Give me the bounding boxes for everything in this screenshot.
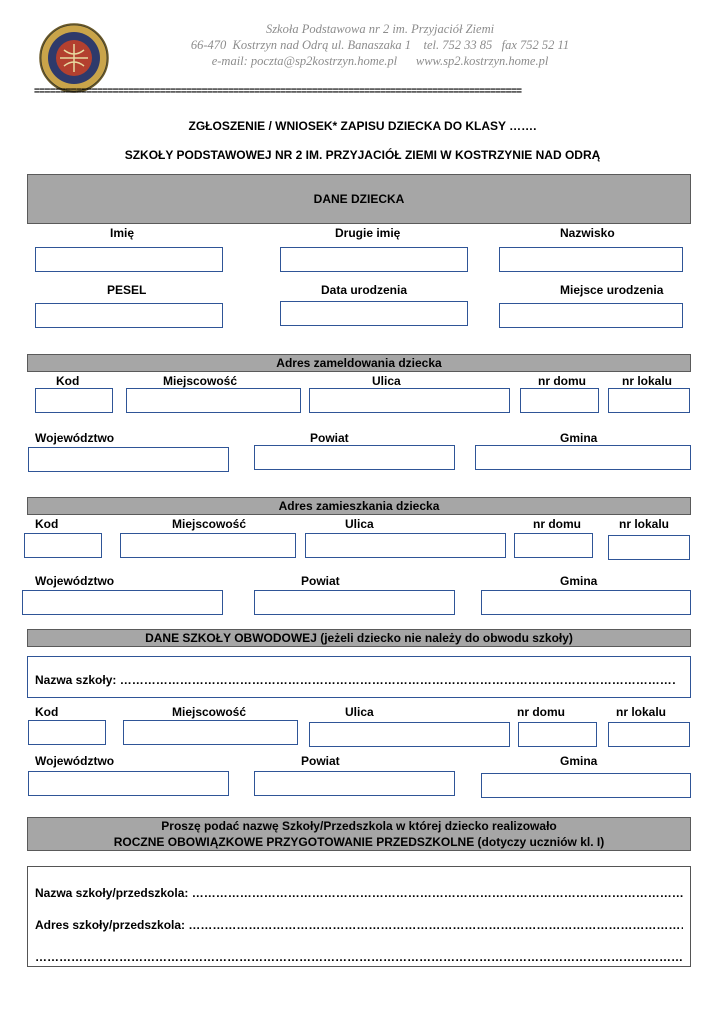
label-res-flat: nr lokalu xyxy=(619,517,670,531)
res-town-field[interactable] xyxy=(120,533,296,558)
ds-flat-field[interactable] xyxy=(608,722,690,747)
label-first-name: Imię xyxy=(110,226,135,240)
section-residence-address: Adres zamieszkania dziecka xyxy=(27,497,691,515)
res-house-field[interactable] xyxy=(514,533,593,558)
preschool-box xyxy=(27,866,691,967)
section-preschool: Proszę podać nazwę Szkoły/Przedszkola w … xyxy=(27,817,691,851)
label-res-code: Kod xyxy=(35,517,59,531)
preschool-extra-field[interactable]: …………………………………………………………………………………………………………… xyxy=(35,950,683,964)
header-line-3: e-mail: poczta@sp2kostrzyn.home.pl www.s… xyxy=(211,54,549,68)
label-reg-flat: nr lokalu xyxy=(622,374,673,388)
second-name-field[interactable] xyxy=(280,247,468,272)
section-registered-address: Adres zameldowania dziecka xyxy=(27,354,691,372)
label-reg-town: Miejscowość xyxy=(163,374,238,388)
reg-voivodeship-field[interactable] xyxy=(28,447,229,472)
form-subtitle: SZKOŁY PODSTAWOWEJ NR 2 IM. PRZYJACIÓŁ Z… xyxy=(124,148,601,162)
surname-field[interactable] xyxy=(499,247,683,272)
res-flat-field[interactable] xyxy=(608,535,690,560)
section-registered-address-label: Adres zameldowania dziecka xyxy=(276,356,442,370)
reg-code-field[interactable] xyxy=(35,388,113,413)
label-ds-code: Kod xyxy=(35,705,59,719)
res-commune-field[interactable] xyxy=(481,590,691,615)
label-ds-house: nr domu xyxy=(517,705,565,719)
school-logo xyxy=(38,22,110,94)
reg-town-field[interactable] xyxy=(126,388,301,413)
label-reg-code: Kod xyxy=(56,374,80,388)
first-name-field[interactable] xyxy=(35,247,223,272)
pesel-field[interactable] xyxy=(35,303,223,328)
reg-commune-field[interactable] xyxy=(475,445,691,470)
ds-street-field[interactable] xyxy=(309,722,510,747)
label-ds-county: Powiat xyxy=(301,754,340,768)
res-code-field[interactable] xyxy=(24,533,102,558)
label-reg-voivodeship: Województwo xyxy=(35,431,115,445)
label-reg-county: Powiat xyxy=(310,431,349,445)
label-surname: Nazwisko xyxy=(560,226,615,240)
res-voivodeship-field[interactable] xyxy=(22,590,223,615)
birth-place-field[interactable] xyxy=(499,303,683,328)
form-title: ZGŁOSZENIE / WNIOSEK* ZAPISU DZIECKA DO … xyxy=(188,119,537,133)
header-line-1: Szkoła Podstawowa nr 2 im. Przyjaciół Zi… xyxy=(265,22,495,36)
header-line-2: 66-470 Kostrzyn nad Odrą ul. Banaszaka 1… xyxy=(190,38,570,52)
label-reg-street: Ulica xyxy=(372,374,401,388)
section-district-school: DANE SZKOŁY OBWODOWEJ (jeżeli dziecko ni… xyxy=(27,629,691,647)
res-street-field[interactable] xyxy=(305,533,506,558)
reg-street-field[interactable] xyxy=(309,388,510,413)
label-res-voivodeship: Województwo xyxy=(35,574,115,588)
header-separator: ========================================… xyxy=(34,86,522,97)
district-school-name-field[interactable]: Nazwa szkoły: ……………………………………………………………………… xyxy=(35,673,675,687)
section-residence-address-label: Adres zamieszkania dziecka xyxy=(278,499,440,513)
section-district-school-label: DANE SZKOŁY OBWODOWEJ (jeżeli dziecko ni… xyxy=(145,631,573,645)
label-reg-house: nr domu xyxy=(538,374,586,388)
label-pesel: PESEL xyxy=(107,283,147,297)
section-child-data-label: DANE DZIECKA xyxy=(313,192,405,206)
label-res-commune: Gmina xyxy=(560,574,598,588)
label-birth-place: Miejsce urodzenia xyxy=(560,283,664,297)
label-second-name: Drugie imię xyxy=(335,226,401,240)
res-county-field[interactable] xyxy=(254,590,455,615)
reg-house-field[interactable] xyxy=(520,388,599,413)
reg-county-field[interactable] xyxy=(254,445,455,470)
ds-code-field[interactable] xyxy=(28,720,106,745)
label-ds-flat: nr lokalu xyxy=(616,705,667,719)
label-ds-street: Ulica xyxy=(345,705,374,719)
label-ds-commune: Gmina xyxy=(560,754,598,768)
label-ds-town: Miejscowość xyxy=(172,705,247,719)
preschool-address-field[interactable]: Adres szkoły/przedszkola: ……………………………………… xyxy=(35,918,683,932)
label-birth-date: Data urodzenia xyxy=(321,283,408,297)
label-ds-voivodeship: Województwo xyxy=(35,754,115,768)
preschool-name-field[interactable]: Nazwa szkoły/przedszkola: ……………………………………… xyxy=(35,886,683,900)
district-school-name-box xyxy=(27,656,691,698)
ds-town-field[interactable] xyxy=(123,720,298,745)
ds-county-field[interactable] xyxy=(254,771,455,796)
label-reg-commune: Gmina xyxy=(560,431,598,445)
ds-house-field[interactable] xyxy=(518,722,597,747)
ds-commune-field[interactable] xyxy=(481,773,691,798)
label-res-county: Powiat xyxy=(301,574,340,588)
section-preschool-line-2: ROCZNE OBOWIĄZKOWE PRZYGOTOWANIE PRZEDSZ… xyxy=(113,835,605,849)
ds-voivodeship-field[interactable] xyxy=(28,771,229,796)
birth-date-field[interactable] xyxy=(280,301,468,326)
label-res-house: nr domu xyxy=(533,517,581,531)
section-child-data: DANE DZIECKA xyxy=(27,174,691,224)
reg-flat-field[interactable] xyxy=(608,388,690,413)
label-res-town: Miejscowość xyxy=(172,517,247,531)
label-res-street: Ulica xyxy=(345,517,374,531)
section-preschool-line-1: Proszę podać nazwę Szkoły/Przedszkola w … xyxy=(161,819,557,833)
